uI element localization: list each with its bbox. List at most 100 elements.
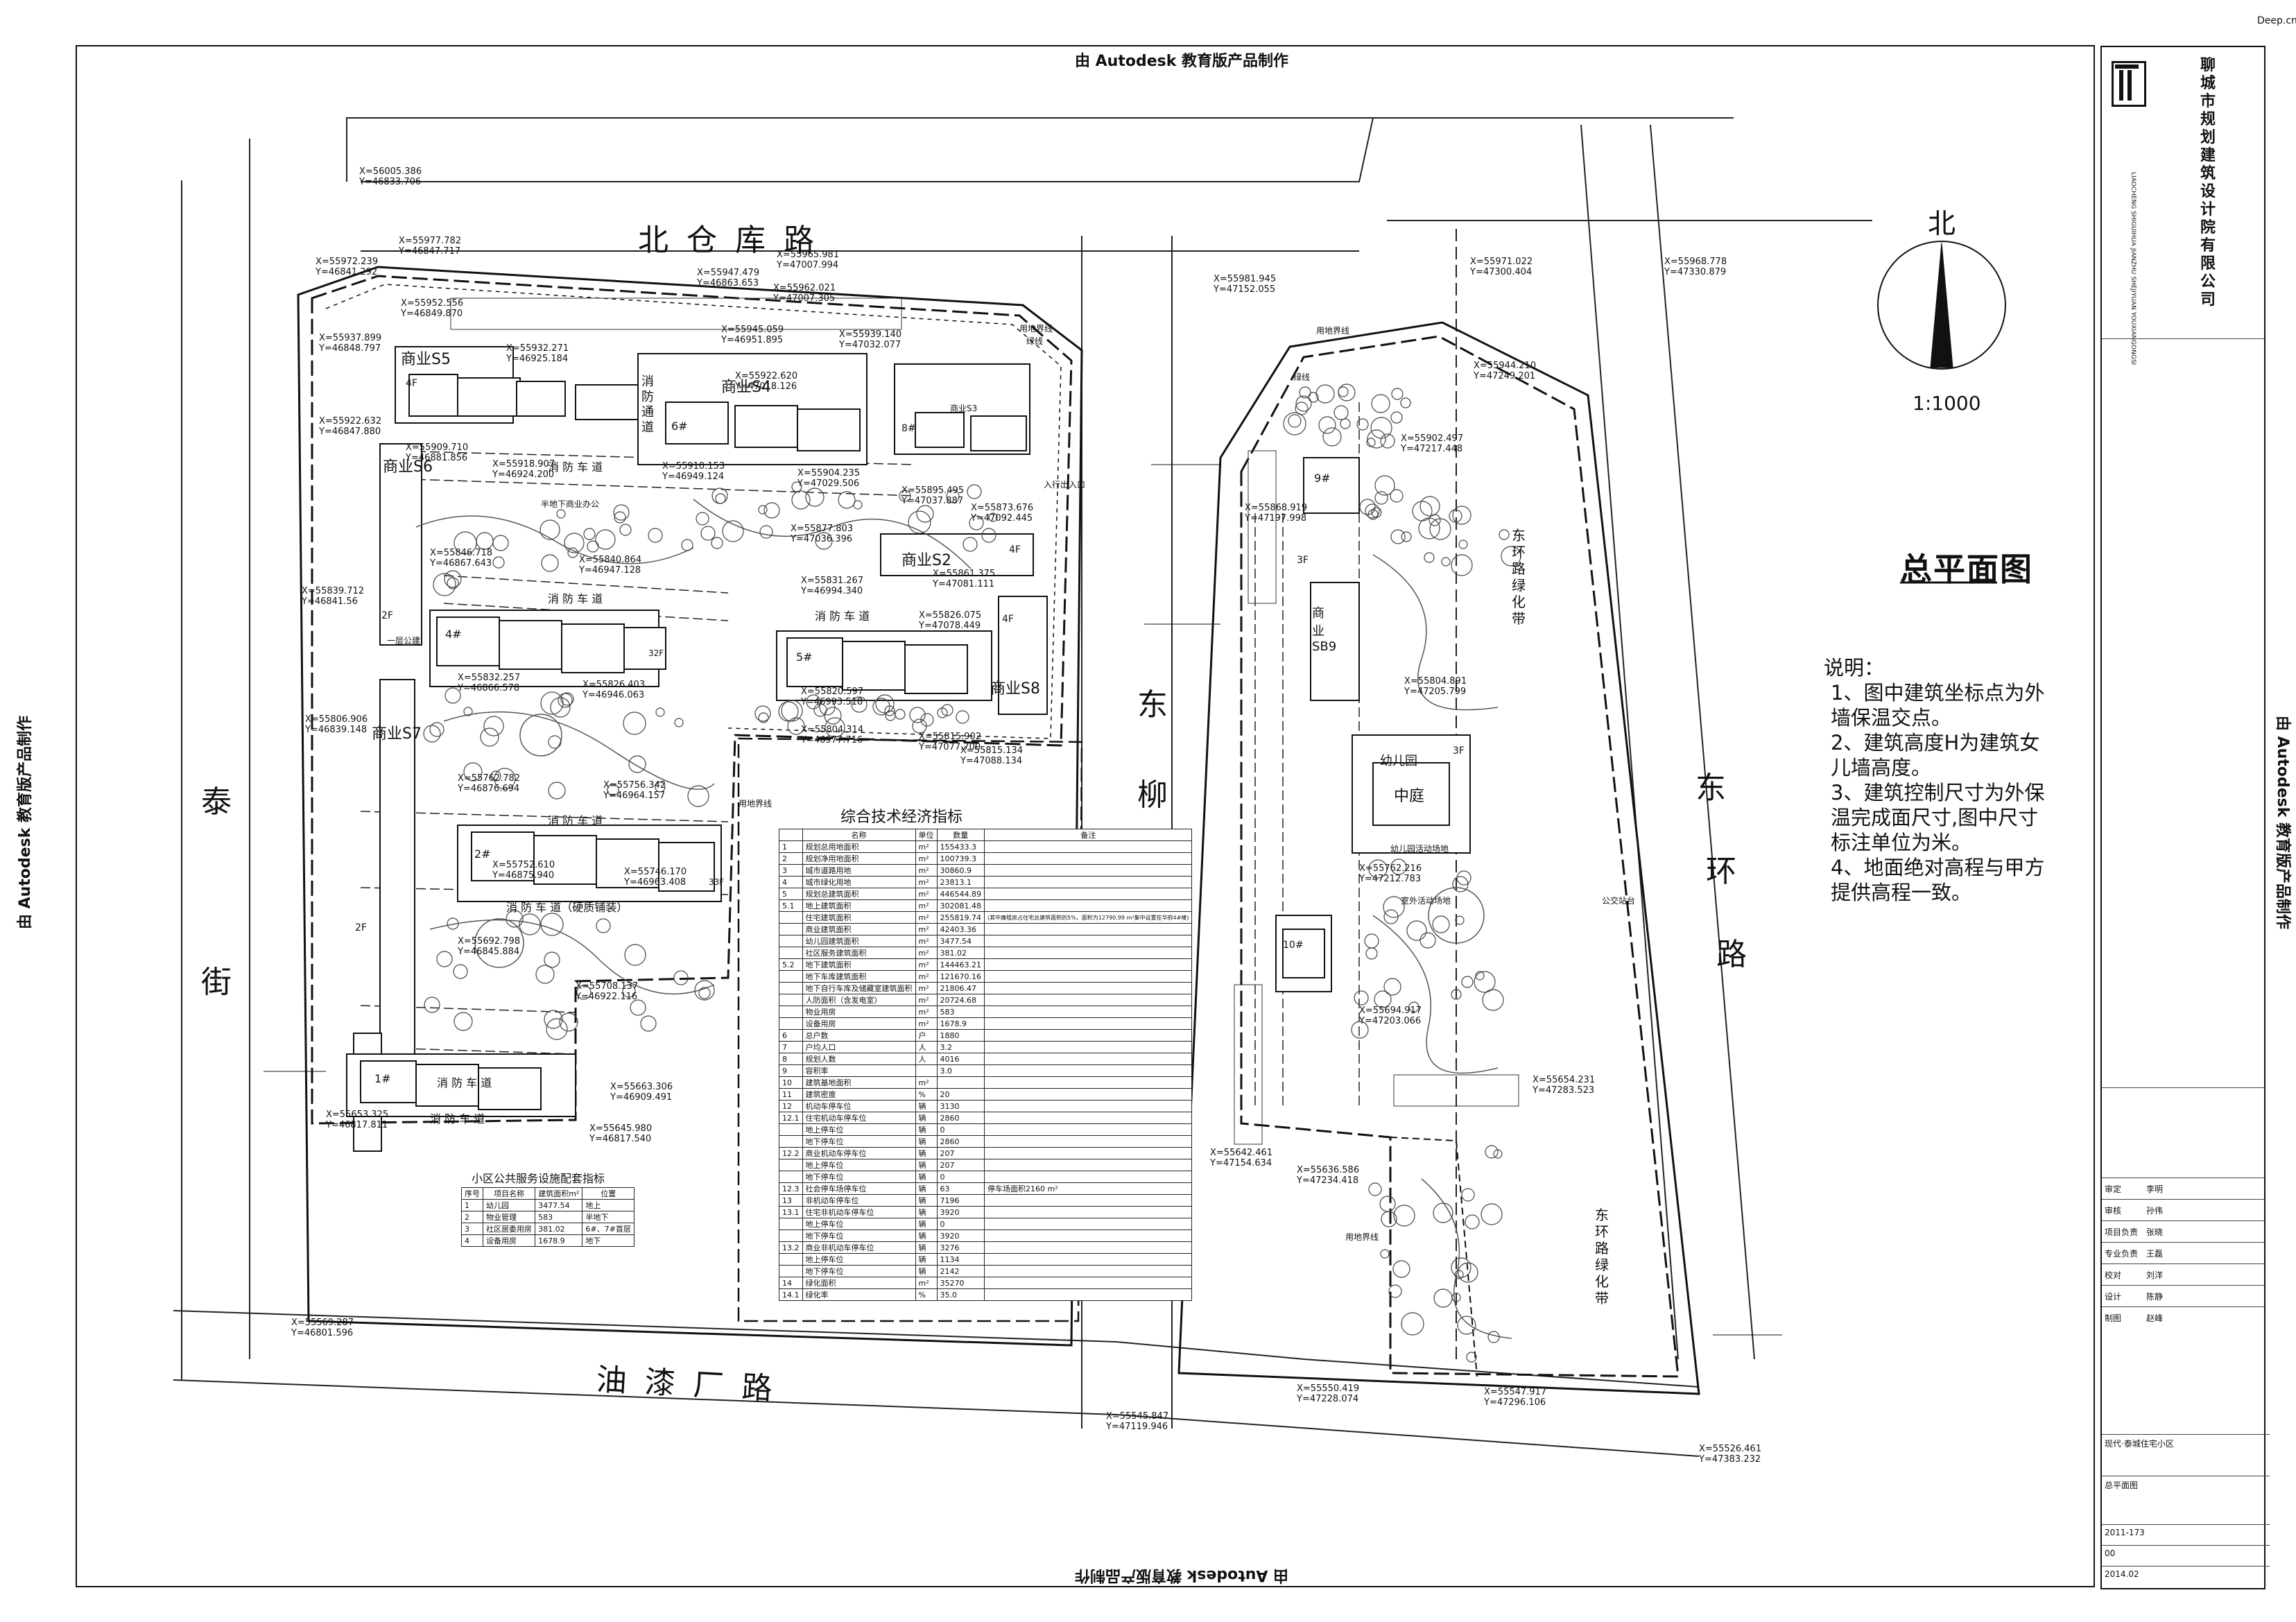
tree-symbol [596, 918, 611, 933]
tech-table-cell: (其中廉租房占住宅总建筑面积的5%，面积为12790.99 m²集中设置在华府4… [983, 911, 1193, 924]
road-name-east-1: 东 [1695, 770, 1730, 806]
tree-symbol [1461, 976, 1474, 988]
tech-table-cell: 地下车库建筑面积 [802, 970, 916, 983]
tech-table-cell [779, 1123, 803, 1136]
tech-table-cell: 583 [936, 1006, 985, 1018]
label-fire-lane: 消 防 车 道 [548, 592, 603, 605]
tech-table-title: 综合技术经济指标 [840, 809, 963, 826]
tech-table-cell: 381.02 [936, 947, 985, 959]
tech-table-cell: 10 [779, 1076, 803, 1089]
tech-table-cell [983, 899, 1193, 912]
tree-symbol [681, 539, 693, 551]
tree-symbol [1393, 1205, 1415, 1227]
floor-label: 3F [1297, 555, 1309, 566]
signature-row: 项目负责张晓 [2102, 1220, 2264, 1242]
tree-symbol [956, 710, 969, 724]
tech-table-cell: 住宅建筑面积 [802, 911, 916, 924]
tree-symbol [559, 1012, 578, 1032]
tree-symbol [1388, 1284, 1402, 1298]
label-greenline: 绿线 [1026, 336, 1044, 346]
tech-table-cell: m² [915, 840, 938, 853]
tech-table-cell: m² [915, 864, 938, 877]
note-item: 3、建筑控制尺寸为外保温完成面尺寸,图中尺寸标注单位为米。 [1831, 781, 2045, 854]
tech-table-cell: 35270 [936, 1277, 985, 1289]
tree-symbol [763, 502, 780, 519]
tech-table-cell: 302081.48 [936, 899, 985, 912]
tree-symbol [1315, 384, 1335, 404]
tech-table-cell: 5.2 [779, 958, 803, 971]
role-name: 王磊 [2146, 1248, 2164, 1259]
tech-table-cell [983, 852, 1193, 865]
building-label-s2: 商业S2 [901, 552, 951, 569]
road-name-middle-1: 东 [1137, 687, 1172, 723]
tech-table-cell [983, 1041, 1193, 1053]
label-kg-activity: 幼儿园活动场地 [1390, 844, 1449, 854]
tree-symbol [1432, 915, 1450, 933]
label-land-boundary: 用地界线 [739, 799, 772, 809]
tech-table-cell [983, 947, 1193, 959]
tree-symbol [1452, 876, 1469, 892]
tree-symbol [1454, 1270, 1464, 1279]
trees [423, 383, 1521, 1363]
tech-table-cell [779, 1171, 803, 1183]
tree-symbol [519, 913, 541, 935]
service-table-title: 小区公共服务设施配套指标 [472, 1172, 605, 1185]
tree-symbol [1383, 978, 1401, 996]
tech-table-cell: 2 [779, 852, 803, 865]
label-kindergarten: 幼儿园 [1380, 754, 1417, 768]
tree-symbol [1374, 475, 1395, 496]
tech-table-cell: 城市道路用地 [802, 864, 916, 877]
tree-symbol [778, 701, 799, 722]
tech-table-cell: 12.2 [779, 1147, 803, 1159]
tree-symbol [544, 951, 560, 968]
tech-table-cell: m² [915, 852, 938, 865]
role-name: 刘洋 [2146, 1270, 2164, 1280]
drawing-frame [76, 45, 2095, 1587]
tree-symbol [700, 526, 716, 541]
tree-symbol [754, 705, 771, 722]
tech-table-cell: 3.0 [936, 1064, 985, 1077]
tech-table-cell: 辆 [915, 1194, 938, 1207]
tree-symbol [564, 533, 585, 553]
building-label-5: 5# [796, 650, 813, 664]
company-name: 聊城市规划建筑设计院有限公司 [2200, 57, 2216, 309]
tech-table-cell: 地下建筑面积 [802, 958, 916, 971]
signature-row: 审核孙伟 [2102, 1199, 2264, 1220]
tree-symbol [1465, 1214, 1480, 1230]
date-row: 2014.02 [2102, 1566, 2270, 1582]
service-table-header-row: 序号 项目名称 建筑面积m² 位置 [460, 1187, 635, 1200]
tree-symbol [1433, 1288, 1453, 1308]
watermark-top: 由 Autodesk 教育版产品制作 [1075, 53, 1289, 70]
tech-table-cell: 户均人口 [802, 1041, 916, 1053]
tech-table-cell: 1134 [936, 1253, 985, 1266]
service-table-cell: 1678.9 [535, 1234, 583, 1247]
greenbelt-label-2: 东环路绿化带 [1595, 1207, 1609, 1306]
floor-label: 4F [1009, 544, 1021, 555]
tree-symbol [824, 707, 842, 725]
tech-table-cell [983, 1029, 1193, 1042]
tree-symbol [433, 573, 456, 596]
tech-table-cell: 0 [936, 1123, 985, 1136]
tech-table-cell: 地下停车位 [802, 1265, 916, 1277]
tree-symbol [1295, 395, 1312, 412]
sheet-name-row: 总平面图 [2102, 1476, 2270, 1494]
tree-symbol [1451, 1293, 1461, 1302]
